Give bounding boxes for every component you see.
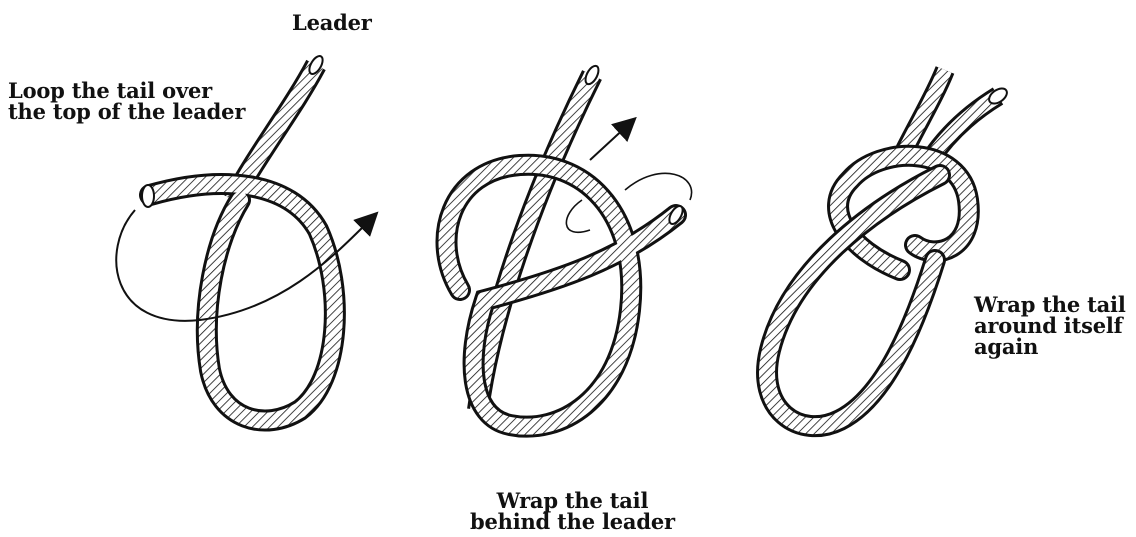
step2-loop-rope <box>447 165 686 427</box>
step1-caption-line-1: Loop the tail over <box>8 80 245 101</box>
step2-figure <box>447 64 692 427</box>
step3-caption-line-1: Wrap the tail <box>974 294 1126 315</box>
leader-label: Leader <box>292 12 372 33</box>
step2-caption-line-1: Wrap the tail <box>470 490 675 511</box>
step1-caption: Loop the tail over the top of the leader <box>8 80 245 122</box>
step3-caption: Wrap the tail around itself again <box>974 294 1126 357</box>
step2-leader-rope <box>478 64 601 410</box>
step2-caption-line-2: behind the leader <box>470 511 675 532</box>
step3-caption-line-2: around itself <box>974 315 1126 336</box>
step1-loop-rope <box>142 184 335 420</box>
step3-knot-rope <box>767 156 969 426</box>
step1-caption-line-2: the top of the leader <box>8 101 245 122</box>
step2-motion-arrow <box>590 125 628 160</box>
step2-caption: Wrap the tail behind the leader <box>470 490 675 532</box>
step3-caption-line-3: again <box>974 336 1126 357</box>
step3-figure <box>767 70 1010 426</box>
